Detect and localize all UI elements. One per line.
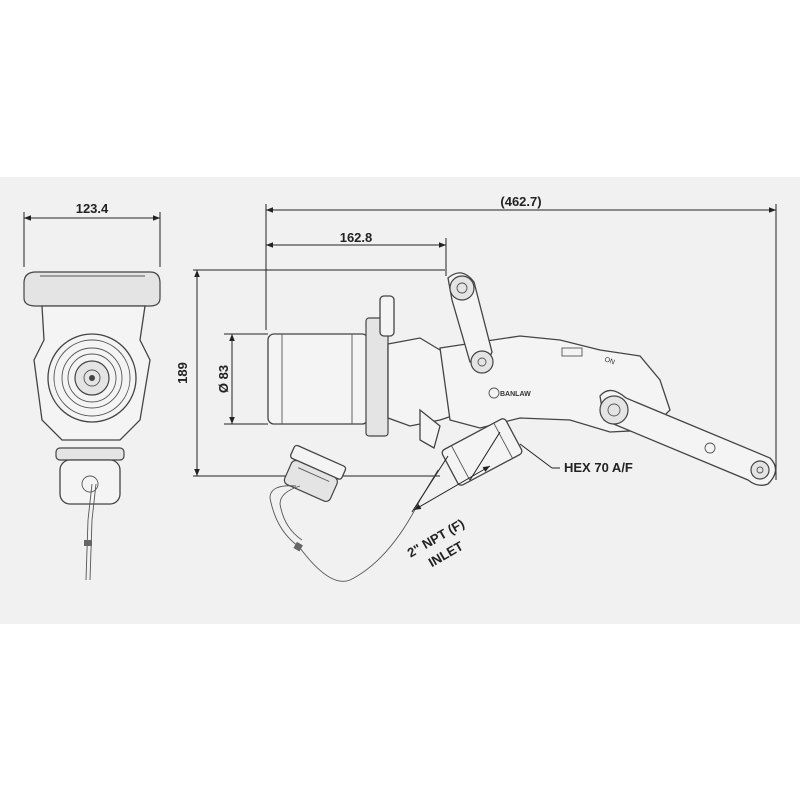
nozzle-length-dimension: 162.8 (340, 230, 373, 245)
hex-callout: HEX 70 A/F (564, 460, 633, 475)
on-marking: ON (603, 356, 615, 366)
front-width-dimension: 123.4 (76, 201, 109, 216)
brand-marking: BANLAW (500, 391, 531, 398)
front-view (23, 212, 161, 581)
height-dimension: 189 (175, 362, 190, 384)
overall-length-dimension: (462.7) (500, 194, 541, 209)
diameter-dimension: Ø 83 (216, 365, 231, 393)
side-view: BANLAW ON OFF (193, 204, 777, 582)
